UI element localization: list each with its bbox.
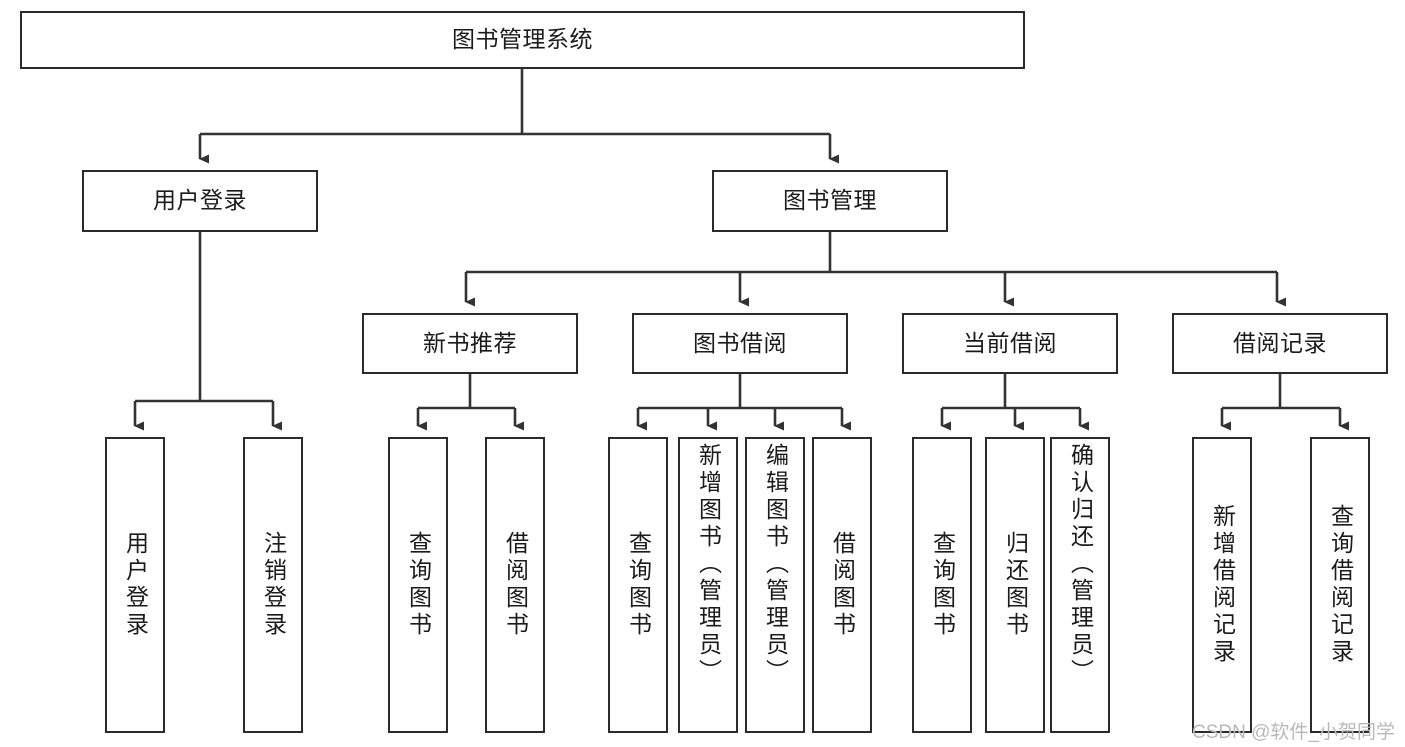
node-root[interactable]: 图书管理系统 <box>20 11 1025 69</box>
node-label-leaf-return-book: 归还图书 <box>1002 531 1029 639</box>
node-label-leaf-query-record: 查询借阅记录 <box>1327 504 1354 666</box>
node-leaf-query-book-2[interactable]: 查询图书 <box>608 437 668 733</box>
node-label-leaf-logout: 注销登录 <box>260 531 287 639</box>
node-label-leaf-query-book-2: 查询图书 <box>625 531 652 639</box>
node-leaf-user-login[interactable]: 用户登录 <box>105 437 165 733</box>
node-book-manage[interactable]: 图书管理 <box>712 170 948 232</box>
node-book-borrow[interactable]: 图书借阅 <box>632 313 848 374</box>
node-label-book-borrow: 图书借阅 <box>693 329 787 356</box>
connector-group <box>133 69 1349 431</box>
node-leaf-edit-book[interactable]: 编辑图书（管理员） <box>745 437 805 733</box>
node-label-book-manage: 图书管理 <box>783 187 877 214</box>
node-label-leaf-edit-book: 编辑图书（管理员） <box>762 443 789 686</box>
node-leaf-query-book-1[interactable]: 查询图书 <box>388 437 448 733</box>
node-label-current-borrow: 当前借阅 <box>963 329 1057 356</box>
node-label-leaf-confirm-return: 确认归还（管理员） <box>1067 443 1094 686</box>
node-new-book-rec[interactable]: 新书推荐 <box>362 313 578 374</box>
node-leaf-borrow-book-1[interactable]: 借阅图书 <box>485 437 545 733</box>
node-current-borrow[interactable]: 当前借阅 <box>902 313 1118 374</box>
node-leaf-query-record[interactable]: 查询借阅记录 <box>1310 437 1370 733</box>
node-borrow-record[interactable]: 借阅记录 <box>1172 313 1388 374</box>
node-label-leaf-borrow-book-1: 借阅图书 <box>502 531 529 639</box>
node-label-leaf-borrow-book-2: 借阅图书 <box>829 531 856 639</box>
node-leaf-confirm-return[interactable]: 确认归还（管理员） <box>1050 437 1110 733</box>
node-label-leaf-add-record: 新增借阅记录 <box>1209 504 1236 666</box>
node-label-leaf-query-book-3: 查询图书 <box>929 531 956 639</box>
node-label-leaf-query-book-1: 查询图书 <box>405 531 432 639</box>
node-label-borrow-record: 借阅记录 <box>1233 329 1327 356</box>
node-leaf-borrow-book-2[interactable]: 借阅图书 <box>812 437 872 733</box>
node-label-leaf-add-book: 新增图书（管理员） <box>695 443 722 686</box>
node-label-leaf-user-login: 用户登录 <box>122 531 149 639</box>
node-leaf-return-book[interactable]: 归还图书 <box>985 437 1045 733</box>
node-leaf-logout[interactable]: 注销登录 <box>243 437 303 733</box>
node-label-user-login: 用户登录 <box>153 187 247 214</box>
node-leaf-add-book[interactable]: 新增图书（管理员） <box>678 437 738 733</box>
node-label-root: 图书管理系统 <box>452 26 593 53</box>
node-label-new-book-rec: 新书推荐 <box>423 329 517 356</box>
node-leaf-add-record[interactable]: 新增借阅记录 <box>1192 437 1252 733</box>
node-leaf-query-book-3[interactable]: 查询图书 <box>912 437 972 733</box>
node-user-login[interactable]: 用户登录 <box>82 170 318 232</box>
